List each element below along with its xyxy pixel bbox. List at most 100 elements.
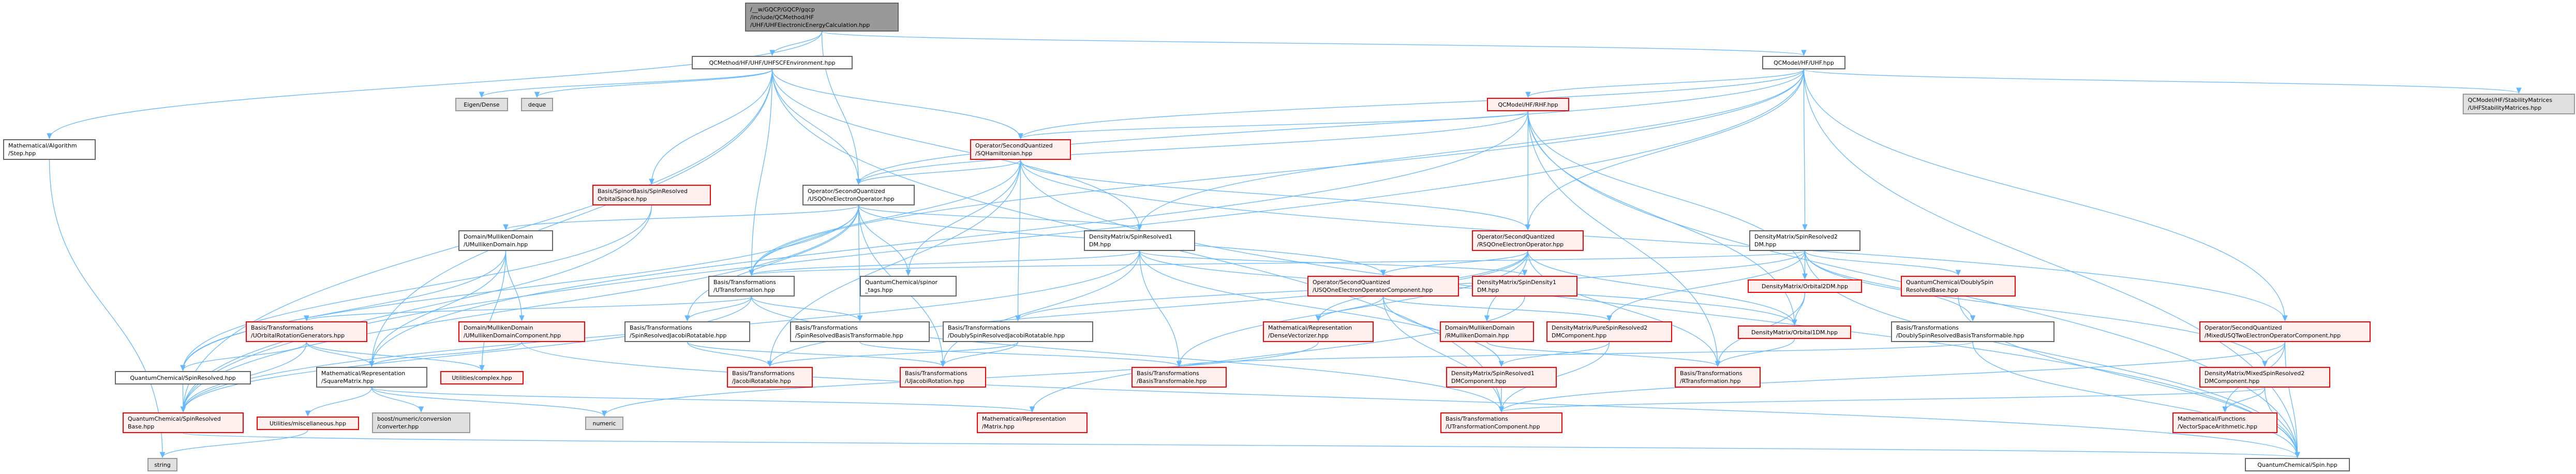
- edge-sqham-to-utrans: [751, 159, 1021, 276]
- file-node-converter[interactable]: boost/numeric/conversion/converter.hpp: [372, 412, 470, 433]
- file-node-utrans[interactable]: Basis/Transformations/UTransformation.hp…: [708, 276, 795, 297]
- file-node-label-line: /UHF/UHFElectronicEnergyCalculation.hpp: [750, 21, 870, 28]
- file-node-label-line: /SquareMatrix.hpp: [321, 378, 374, 384]
- file-node-rmull[interactable]: Domain/MullikenDomain/RMullikenDomain.hp…: [1440, 321, 1534, 342]
- file-node-label-line: string: [154, 461, 171, 468]
- file-node-basistr[interactable]: Basis/Transformations/BasisTransformable…: [1131, 367, 1227, 388]
- file-node-rhf[interactable]: QCModel/HF/RHF.hpp: [1487, 98, 1569, 111]
- file-node-srjacobi[interactable]: Basis/Transformations/SpinResolvedJacobi…: [624, 321, 750, 342]
- file-node-uhf[interactable]: QCModel/HF/UHF.hpp: [1762, 56, 1845, 69]
- file-node-sqham[interactable]: Operator/SecondQuantized/SQHamiltonian.h…: [970, 139, 1071, 160]
- file-node-label-line: Basis/Transformations: [713, 279, 776, 286]
- edge-uhfscfenv-to-usqone: [771, 69, 859, 185]
- edge-sr1dm-to-utrans: [751, 250, 1140, 276]
- file-node-matrix[interactable]: Mathematical/Representation/Matrix.hpp: [977, 412, 1088, 433]
- edge-squarematrix-to-misc: [307, 387, 373, 417]
- file-node-label-line: ResolvedBase.hpp: [1906, 287, 1958, 293]
- file-node-label-line: /VectorSpaceArithmetic.hpp: [2178, 423, 2257, 430]
- file-node-orb2dm[interactable]: DensityMatrix/Orbital2DM.hpp: [1748, 279, 1862, 293]
- edge-arrowhead-icon: [1176, 361, 1182, 367]
- file-node-label-line: Mathematical/Functions: [2178, 416, 2246, 422]
- file-node-densevec[interactable]: Mathematical/Representation/DenseVectori…: [1263, 321, 1374, 342]
- file-node-complex[interactable]: Utilities/complex.hpp: [440, 371, 524, 384]
- file-node-orb1dm[interactable]: DensityMatrix/Orbital1DM.hpp: [1738, 325, 1851, 339]
- file-node-numeric[interactable]: numeric: [585, 417, 623, 430]
- edge-arrowhead-icon: [1029, 406, 1035, 413]
- file-node-usqonecomp[interactable]: Operator/SecondQuantized/USQOneElectronO…: [1307, 276, 1459, 297]
- edge-uhfscfenv-to-eigen: [481, 69, 773, 98]
- file-node-label-line: /include/QCMethod/HF: [750, 13, 814, 21]
- file-node-deque[interactable]: deque: [521, 98, 553, 111]
- file-node-jacobirot[interactable]: Basis/Transformations/JacobiRotatable.hp…: [727, 367, 813, 388]
- file-node-label-line: DMComponent.hpp: [1552, 332, 1607, 339]
- file-node-label-line: Mathematical/Representation: [1268, 324, 1352, 331]
- file-node-label-line: DensityMatrix/Orbital2DM.hpp: [1762, 283, 1848, 290]
- edge-arrowhead-icon: [1955, 270, 1961, 276]
- edge-arrowhead-icon: [180, 365, 186, 372]
- file-node-label-line: DM.hpp: [1477, 287, 1499, 293]
- edge-arrowhead-icon: [1484, 315, 1490, 322]
- edge-arrowhead-icon: [1802, 273, 1808, 280]
- edge-uhf-to-stability: [1803, 69, 2520, 94]
- file-node-squarematrix[interactable]: Mathematical/Representation/SquareMatrix…: [316, 367, 427, 388]
- file-node-step[interactable]: Mathematical/Algorithm/Step.hpp: [3, 139, 96, 160]
- file-node-dsrjacobi[interactable]: Basis/Transformations/DoublySpinResolved…: [943, 321, 1093, 342]
- file-node-utranscomp[interactable]: Basis/Transformations/UTransformationCom…: [1440, 412, 1562, 433]
- edge-rsqone-to-usqonecomp: [1382, 250, 1528, 276]
- file-node-umull[interactable]: Domain/MullikenDomain/UMullikenDomain.hp…: [458, 230, 553, 251]
- file-node-uorbrot[interactable]: Basis/Transformations/UOrbitalRotationGe…: [246, 321, 367, 342]
- file-node-label-line: Basis/Transformations: [1137, 370, 1199, 377]
- edge-sr2dm-to-utrans: [751, 250, 1806, 276]
- file-node-label-line: Basis/SpinorBasis/SpinResolved: [598, 188, 688, 195]
- file-node-dsrbasistr[interactable]: Basis/Transformations/DoublySpinResolved…: [1891, 321, 2054, 342]
- file-node-eigen[interactable]: Eigen/Dense: [455, 98, 508, 111]
- file-node-label-line: Basis/Transformations: [251, 324, 314, 331]
- file-node-umullcomp[interactable]: Domain/MullikenDomain/UMullikenDomainCom…: [458, 321, 585, 342]
- edge-sr2dm-to-dsrbasistr: [1804, 250, 1973, 321]
- file-node-usqone[interactable]: Operator/SecondQuantized/USQOneElectronO…: [802, 185, 915, 205]
- file-node-vsa[interactable]: Mathematical/Functions/VectorSpaceArithm…: [2172, 412, 2277, 433]
- file-node-string[interactable]: string: [147, 458, 177, 471]
- file-node-label-line: /DoublySpinResolvedJacobiRotatable.hpp: [948, 332, 1065, 339]
- file-node-root[interactable]: /__w/GQCP/GQCP/gqcp/include/QCMethod/HF/…: [745, 3, 899, 32]
- file-node-ujacobi[interactable]: Basis/Transformations/UJacobiRotation.hp…: [900, 367, 986, 388]
- file-node-spin[interactable]: QuantumChemical/Spin.hpp: [2245, 458, 2350, 471]
- edge-uhfscfenv-to-squarematrix: [371, 69, 773, 367]
- file-node-srbasistr[interactable]: Basis/Transformations/SpinResolvedBasisT…: [790, 321, 930, 342]
- file-node-spinortags[interactable]: QuantumChemical/spinor_tags.hpp: [860, 276, 957, 297]
- edge-arrowhead-icon: [1970, 315, 1976, 322]
- edge-sr2dm-to-mixedsr2dm: [1804, 250, 2266, 367]
- edge-sr1dm-to-spindens1dm: [1139, 250, 1525, 276]
- file-node-misc[interactable]: Utilities/miscellaneous.hpp: [257, 417, 359, 430]
- file-node-label-line: Mathematical/Representation: [321, 370, 406, 377]
- edge-arrowhead-icon: [305, 410, 311, 417]
- file-node-label-line: Domain/MullikenDomain: [464, 233, 533, 240]
- file-node-rsqone[interactable]: Operator/SecondQuantized/RSQOneElectronO…: [1472, 230, 1584, 251]
- file-node-label-line: QCModel/HF/RHF.hpp: [1498, 101, 1558, 108]
- file-node-label-line: QCMethod/HF/UHF/UHFSCFEnvironment.hpp: [709, 59, 836, 66]
- file-node-mixedusq[interactable]: Operator/SecondQuantized/MixedUSQTwoElec…: [2199, 321, 2371, 342]
- file-node-uhfscfenv[interactable]: QCMethod/HF/UHF/UHFSCFEnvironment.hpp: [692, 56, 853, 69]
- edge-sr2dm-to-puresr2dm: [1609, 250, 1806, 321]
- edge-sqham-to-jacobirot: [769, 159, 1021, 367]
- file-node-label-line: /UJacobiRotation.hpp: [905, 378, 964, 384]
- edge-umull-to-spinresolved: [182, 250, 507, 371]
- edge-arrowhead-icon: [857, 315, 863, 322]
- edge-srbasistr-to-basistr: [859, 342, 1180, 367]
- edge-arrowhead-icon: [684, 315, 690, 322]
- edge-sqham-to-spin: [1020, 159, 2298, 458]
- file-node-label-line: QCModel/HF/StabilityMatrices: [2468, 97, 2553, 103]
- file-node-spinresolved[interactable]: QuantumChemical/SpinResolved.hpp: [115, 371, 251, 384]
- file-node-rtrans[interactable]: Basis/Transformations/RTransformation.hp…: [1675, 367, 1761, 388]
- file-node-label-line: Basis/Transformations: [630, 324, 692, 331]
- file-node-stability[interactable]: QCModel/HF/StabilityMatrices/UHFStabilit…: [2463, 94, 2575, 114]
